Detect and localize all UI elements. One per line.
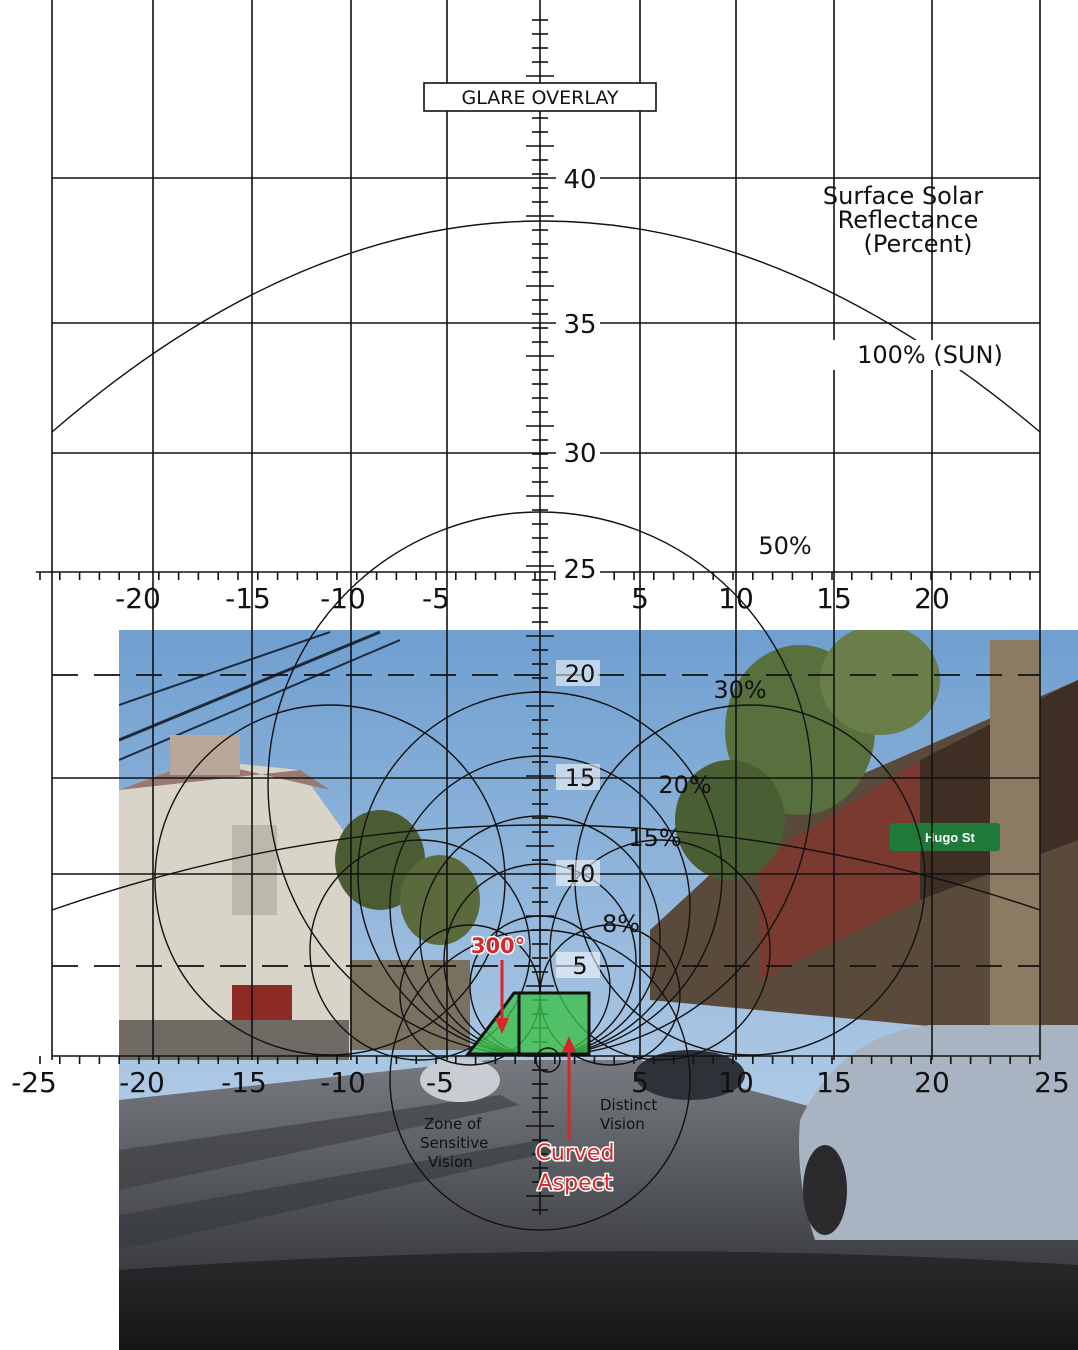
- aspect-label-line-2: Aspect: [538, 1171, 613, 1196]
- upper-scale-label: 10: [718, 582, 754, 615]
- lower-scale-label: 5: [631, 1066, 649, 1099]
- lower-scale-label: 10: [718, 1066, 754, 1099]
- zone-distinct-line-1: Distinct: [600, 1096, 657, 1114]
- vertical-scale-label: 15: [565, 764, 596, 792]
- title-box: [423, 82, 657, 112]
- lower-scale-label: 25: [1034, 1066, 1070, 1099]
- lower-scale-label: -20: [119, 1066, 165, 1099]
- contour-label: 30%: [713, 676, 766, 704]
- dashed-guide-lines: [52, 674, 1040, 967]
- vertical-scale-label: 25: [563, 555, 596, 585]
- lower-horizontal-scale-labels: -25 -20 -15 -10 -5 5 10 15 20 25: [11, 1066, 1070, 1099]
- zone-sensitive-line-2: Sensitive: [420, 1134, 488, 1152]
- lower-arc: [51, 824, 1041, 911]
- angle-annotation: 300°: [469, 933, 527, 1034]
- vertical-scale-label: 40: [563, 165, 596, 195]
- vertical-scale-label: 20: [565, 660, 596, 688]
- reflectance-contour-lobe: [549, 839, 771, 1061]
- upper-scale-label: -5: [422, 582, 450, 615]
- reflectance-contour-lobe: [309, 839, 531, 1061]
- legend-heading-line-1: Surface Solar: [823, 182, 983, 210]
- lower-scale-label: -25: [11, 1066, 57, 1099]
- zone-sensitive-line-1: Zone of: [424, 1115, 482, 1133]
- chart-title: GLARE OVERLAY: [462, 87, 619, 109]
- contour-label: 15%: [628, 824, 681, 852]
- vertical-scale-label: 5: [572, 952, 587, 980]
- street-photo: Hugo St: [119, 630, 1078, 1350]
- zone-sensitive-line-3: Vision: [428, 1153, 473, 1171]
- legend-heading-line-3: (Percent): [863, 230, 972, 258]
- upper-scale-label: 15: [816, 582, 852, 615]
- vertical-scale-label: 35: [563, 310, 596, 340]
- vertical-scale-label: 30: [563, 439, 596, 469]
- sun-label: 100% (SUN): [857, 341, 1003, 369]
- overlay-grid: [51, 0, 1041, 1060]
- upper-scale-label: -10: [320, 582, 366, 615]
- legend-heading-line-2: Reflectance: [838, 206, 979, 234]
- contour-labels: 50% 30% 20% 15% 8%: [602, 532, 812, 938]
- sun-100-percent-arc: [51, 220, 1041, 433]
- upper-horizontal-scale-labels: -20 -15 -10 -5 5 10 15 20: [115, 582, 950, 615]
- distinct-vision-circle: [535, 1047, 561, 1073]
- angle-label: 300°: [471, 934, 525, 958]
- angle-arrow-head: [495, 1018, 509, 1034]
- vertical-scale-label: 10: [565, 860, 596, 888]
- upper-scale-label: -15: [225, 582, 271, 615]
- aspect-annotation: Curved Aspect: [534, 1036, 616, 1198]
- contour-label: 20%: [658, 771, 711, 799]
- lower-scale-label: 15: [816, 1066, 852, 1099]
- lower-scale-label: 20: [914, 1066, 950, 1099]
- scale-axes: [36, 0, 1040, 1215]
- contour-label: 50%: [758, 532, 811, 560]
- street-sign-label: Hugo St: [925, 830, 975, 845]
- sensitive-vision-circle: [389, 929, 691, 1231]
- zone-distinct-line-2: Vision: [600, 1115, 645, 1133]
- lower-scale-label: -15: [221, 1066, 267, 1099]
- vertical-scale-labels: 40 35 30 25 20 15 10 5: [556, 165, 600, 980]
- upper-scale-label: 5: [631, 582, 649, 615]
- upper-scale-label: 20: [914, 582, 950, 615]
- upper-scale-label: -20: [115, 582, 161, 615]
- lower-scale-label: -5: [426, 1066, 454, 1099]
- lower-scale-label: -10: [320, 1066, 366, 1099]
- aspect-arrow-head: [562, 1036, 576, 1052]
- aspect-label-line-1: Curved: [536, 1141, 615, 1166]
- contour-label: 8%: [602, 910, 640, 938]
